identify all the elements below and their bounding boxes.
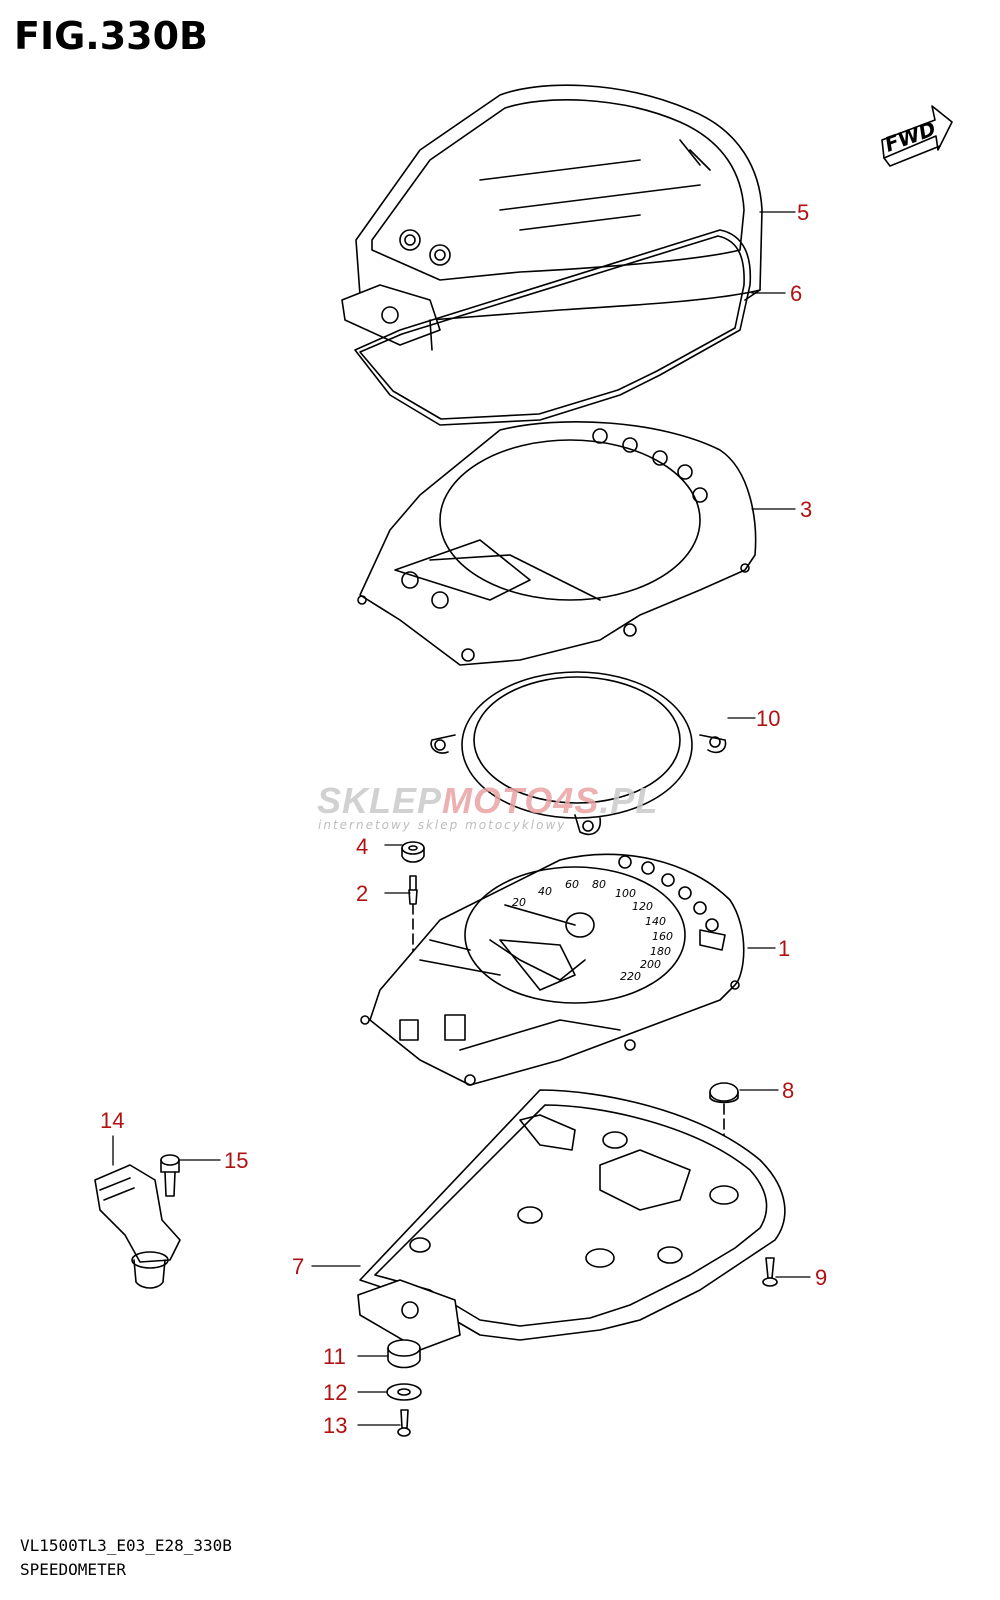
figure-code: VL1500TL3_E03_E28_330B [20,1536,232,1555]
dial-number: 180 [650,945,671,958]
part-4-grommet [401,841,425,863]
part-11-grommet [387,1339,421,1369]
watermark-part-a: SKLEP [317,780,443,821]
dial-number: 120 [632,900,653,913]
part-7-lower-case [357,1089,786,1351]
leader-lines [112,211,811,1426]
dial-number: 80 [592,878,606,891]
part-8-cap [709,1082,739,1104]
part-1-speedometer-assembly [360,853,745,1086]
dial-number: 220 [620,970,641,983]
watermark-part-b: MOTO [442,780,554,821]
callout-6: 6 [790,281,803,306]
callout-13: 13 [323,1413,348,1438]
callout-1: 1 [778,936,791,961]
callout-15: 15 [224,1148,249,1173]
part-14-speed-sensor [94,1164,181,1289]
dial-number: 60 [565,878,579,891]
callout-7: 7 [292,1254,305,1279]
callout-12: 12 [323,1380,348,1405]
callout-8: 8 [782,1078,795,1103]
watermark-part-c: 4S [553,780,600,821]
watermark-subtitle: internetowy sklep motocyklowy [318,818,567,832]
dial-number: 100 [615,887,636,900]
part-2-bulb [408,875,418,905]
dial-number: 200 [640,958,661,971]
part-3-meter-case [357,421,757,666]
part-13-screw [397,1409,411,1437]
callout-10: 10 [756,706,781,731]
callout-3: 3 [800,497,813,522]
callout-14: 14 [100,1108,125,1133]
part-10-bezel-ring [430,671,727,836]
fwd-arrow-icon: FWD [881,105,953,167]
callout-5: 5 [797,200,810,225]
figure-name: SPEEDOMETER [20,1560,126,1579]
callout-2: 2 [356,881,369,906]
figure-title: FIG.330B [14,14,209,58]
callout-11: 11 [323,1344,346,1369]
part-6-gasket [354,229,752,426]
part-5-meter-cover [341,84,763,351]
callout-4: 4 [356,834,369,859]
part-15-bolt [160,1154,180,1197]
dial-number: 20 [512,896,526,909]
part-9-screw [762,1257,778,1287]
callout-9: 9 [815,1265,828,1290]
dial-number: 140 [645,915,666,928]
dial-number: 40 [538,885,552,898]
watermark-part-d: .PL [599,780,659,821]
part-12-washer [386,1383,422,1401]
speed-scale: 20 40 60 80 100 120 140 160 180 200 220 [512,878,673,983]
watermark: SKLEPMOTO4S.PL [317,780,658,822]
dial-number: 160 [652,930,673,943]
